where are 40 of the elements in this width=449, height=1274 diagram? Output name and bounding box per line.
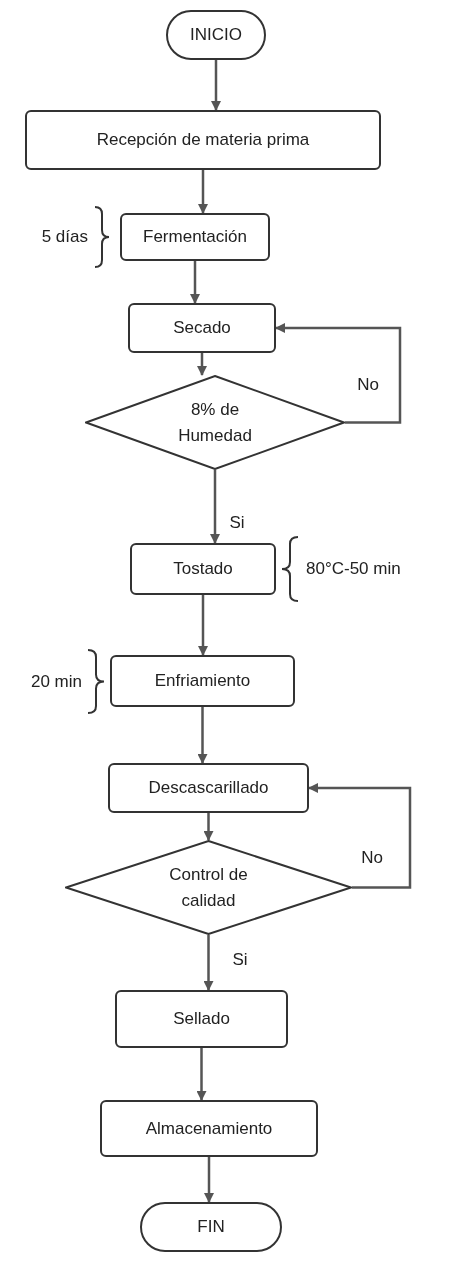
duration-label: 5 días [41, 226, 88, 248]
node-label: INICIO [190, 24, 242, 46]
arrow [210, 470, 220, 544]
arrow [198, 170, 208, 214]
node-label: Descascarillado [148, 777, 269, 799]
arrow [204, 1157, 214, 1203]
arrow [197, 353, 207, 376]
arrow [308, 783, 412, 889]
process-box [130, 543, 276, 595]
node-label: Secado [173, 317, 231, 339]
duration-label: 20 min [30, 670, 82, 693]
node-label: Tostado [173, 558, 233, 580]
process-box [100, 1100, 318, 1157]
arrow [196, 1048, 207, 1101]
duration-label: 80°C-50 min [306, 558, 401, 580]
arrow [197, 707, 208, 764]
arrow [275, 323, 402, 424]
decision-diamond [65, 840, 352, 935]
process-box [108, 763, 309, 813]
node-label: Control de calidad [168, 863, 249, 912]
arrow [203, 813, 214, 841]
node-label: Sellado [173, 1008, 230, 1030]
process-box [128, 303, 276, 353]
process-box [110, 655, 295, 707]
node-label: Recepción de materia prima [96, 129, 310, 151]
process-box [120, 213, 270, 261]
node-label: FIN [197, 1216, 225, 1238]
terminal-shape [166, 10, 266, 60]
process-box [25, 110, 381, 170]
arrow [190, 261, 200, 304]
node-label: 8% de Humedad [177, 398, 253, 447]
arrow [198, 595, 208, 656]
arrow [203, 935, 214, 991]
node-label: Enfriamiento [154, 670, 251, 692]
node-label: Almacenamiento [145, 1117, 273, 1140]
process-box [115, 990, 288, 1048]
node-label: Fermentación [143, 226, 247, 248]
decision-diamond [85, 375, 345, 470]
terminal-shape [140, 1202, 282, 1252]
arrow [211, 60, 221, 111]
